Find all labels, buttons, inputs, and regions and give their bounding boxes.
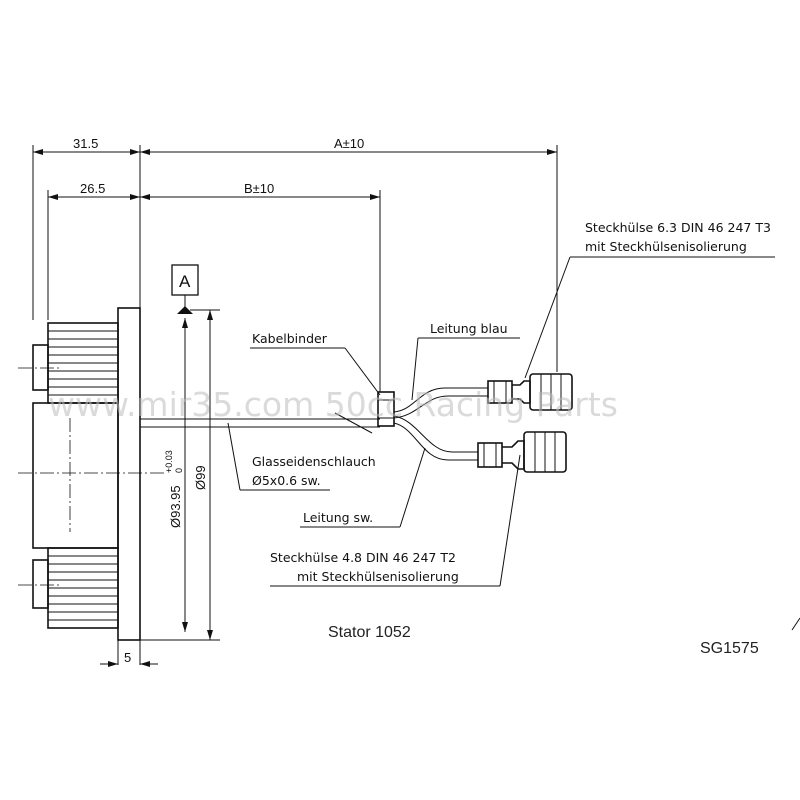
upper-ribs <box>48 330 118 396</box>
dimension-93-95: Ø93.95 +0.03 0 <box>164 318 188 632</box>
labels: Kabelbinder Leitung blau Glasseidenschla… <box>252 220 771 657</box>
dim-a-label: A±10 <box>334 136 364 151</box>
label-steckhulse-t2-line1: Steckhülse 4.8 DIN 46 247 T2 <box>270 550 456 565</box>
dim-93-95-tol-upper: +0.03 <box>164 450 174 473</box>
dim-93-95-tol-lower: 0 <box>174 468 184 473</box>
label-leitung-blau: Leitung blau <box>430 321 508 336</box>
label-glasseidenschlauch: Glasseidenschlauch <box>252 454 376 469</box>
cable-tie <box>377 391 395 427</box>
corner-mark <box>791 617 800 631</box>
label-kabelbinder: Kabelbinder <box>252 331 328 346</box>
label-glasseidenschlauch-spec: Ø5x0.6 sw. <box>252 473 321 488</box>
dimension-26-5: 26.5 <box>48 181 140 200</box>
centre-lines <box>18 367 165 586</box>
dim-b-label: B±10 <box>244 181 274 196</box>
dimension-99: Ø99 <box>193 310 213 640</box>
dimension-5: 5 <box>100 650 158 667</box>
lower-ribs <box>48 555 118 621</box>
lower-connector <box>477 431 567 473</box>
datum-marker: A <box>171 264 199 314</box>
dim-93-95-label: Ø93.95 <box>168 485 183 528</box>
caption-stator: Stator 1052 <box>328 624 411 641</box>
watermark: www.mir35.com 50cc Racing Parts <box>48 385 618 424</box>
dim-31-5-label: 31.5 <box>73 136 98 151</box>
stator-body <box>32 307 141 641</box>
dim-99-label: Ø99 <box>193 465 208 490</box>
label-steckhulse-t3-line2: mit Steckhülsenisolierung <box>585 239 747 254</box>
cable-harness <box>140 387 488 461</box>
dimension-31-5: 31.5 <box>33 136 140 155</box>
leader-lines <box>227 256 775 587</box>
dim-5-label: 5 <box>124 650 131 665</box>
label-steckhulse-t3-line1: Steckhülse 6.3 DIN 46 247 T3 <box>585 220 771 235</box>
drawing-number: SG1575 <box>700 640 759 657</box>
dimension-b: B±10 <box>140 181 380 200</box>
label-steckhulse-t2-line2: mit Steckhülsenisolierung <box>297 569 459 584</box>
label-leitung-sw: Leitung sw. <box>303 510 373 525</box>
dimension-a: A±10 <box>140 136 557 155</box>
upper-connector <box>487 373 573 411</box>
dim-26-5-label: 26.5 <box>80 181 105 196</box>
datum-label: A <box>179 272 191 291</box>
